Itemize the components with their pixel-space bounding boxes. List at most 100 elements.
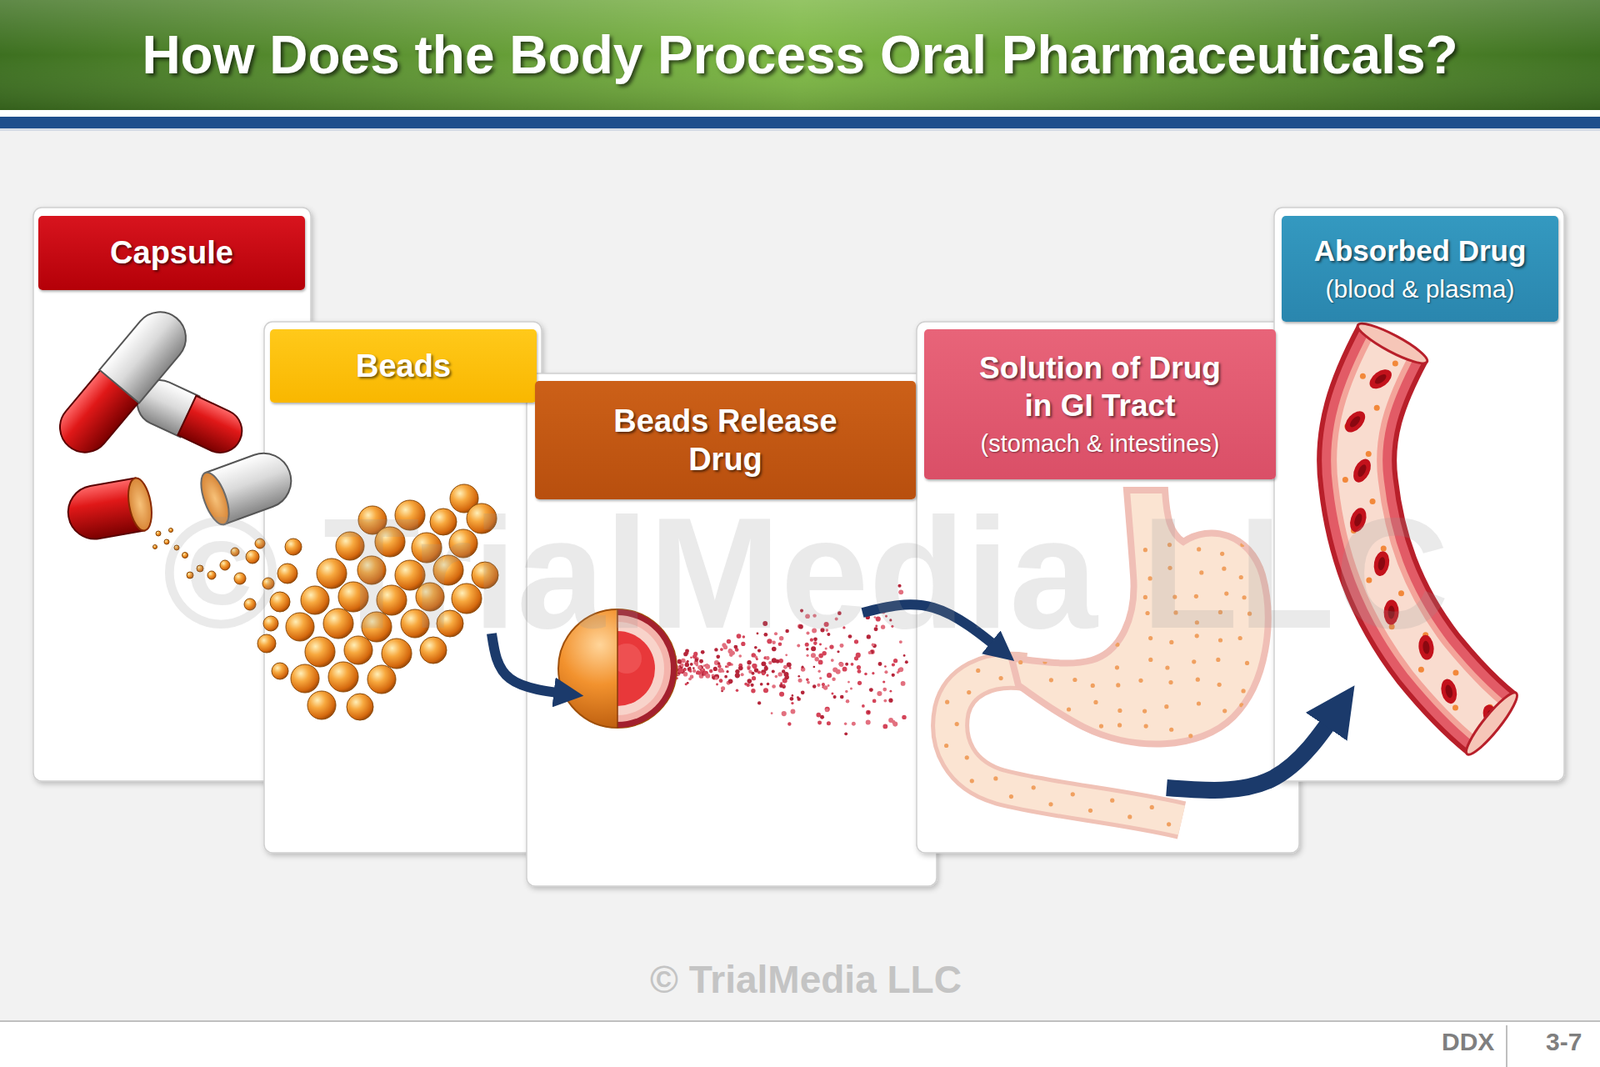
drug-particles [752,663,758,669]
stomach-picture [1066,706,1071,711]
drug-particles [817,720,822,725]
stomach-picture [1195,677,1200,682]
drug-particles [820,715,825,720]
drug-particles [765,673,769,676]
drug-particles [884,670,888,674]
drug-particles [882,724,888,730]
stomach-picture [1245,660,1250,665]
stomach-picture [1115,682,1120,687]
drug-particles [884,665,887,668]
footer-divider [1505,1025,1508,1067]
drug-particles [845,699,850,704]
drug-particles [760,660,766,666]
drug-particles [735,688,740,692]
step-subtitle: (stomach & intestines) [980,429,1220,459]
drug-particles [845,700,849,703]
blood-vessel [1452,704,1459,710]
drug-particles [719,678,723,682]
watermark: © TrialMedia LLC [162,477,1450,668]
drug-particles [744,682,748,686]
stomach-picture [1168,680,1173,685]
drug-particles [844,731,848,735]
drug-particles [689,666,692,670]
drug-particles [791,694,795,697]
drug-particles [763,687,769,693]
drug-particles [705,663,709,666]
drug-particles [891,673,895,677]
step-title: Absorbed Drug [1314,233,1527,270]
drug-particles [761,671,765,675]
drug-particles [779,691,785,697]
drug-particles [882,680,885,683]
drug-particles [800,690,805,695]
blood-vessel [1340,407,1369,436]
stomach-picture [1166,821,1171,826]
stomach-picture [1117,722,1122,727]
capsule-picture [125,475,156,533]
stomach-picture [1239,723,1244,728]
drug-particles [882,687,887,692]
drug-particles [692,669,696,673]
drug-particles [690,662,694,666]
drug-particles [796,695,800,699]
drug-particles [847,680,850,684]
drug-particles [888,698,893,703]
drug-particles [806,680,810,685]
stomach-picture [1240,688,1245,693]
drug-particles [750,683,754,687]
step-subtitle: (blood & plasma) [1325,274,1515,305]
stomach-picture [1144,723,1149,728]
stomach-picture [1239,702,1244,707]
stomach-picture [1138,678,1143,683]
stomach-picture [1088,808,1093,813]
blood-vessel [1355,463,1368,479]
drug-particles [720,685,725,690]
drug-particles [790,701,794,705]
drug-particles [715,683,719,686]
drug-particles [777,671,782,676]
drug-particles [684,668,687,671]
blood-vessel [1360,373,1366,380]
drug-particles [842,666,848,672]
title-bar [0,0,1600,110]
drug-particles [782,680,785,683]
stomach-picture [1009,794,1014,799]
drug-particles [850,686,853,690]
title-gap [0,110,1600,117]
step-title: Beads Release Drug [600,401,851,480]
drug-particles [770,711,774,715]
blood-vessel [1365,450,1372,457]
stomach-picture [1169,727,1174,732]
stomach-picture [1019,731,1024,736]
drug-particles [747,678,753,684]
drug-particles [680,663,685,667]
drug-particles [876,690,882,696]
stomach-picture [1093,700,1098,705]
stomach-picture [1150,805,1155,810]
stomach-picture [1031,785,1036,790]
step-title: Beads [355,346,451,385]
drug-particles [750,688,755,693]
drug-particles [714,676,718,680]
drug-particles [781,684,786,689]
watermark: © TrialMedia LLC [650,956,962,1003]
blood-vessel [1354,317,1431,370]
drug-particles [825,708,830,713]
step-header: Absorbed Drug (blood & plasma) [1281,215,1559,322]
step-title: Solution of Drug in GI Tract [970,349,1230,425]
drug-particles [713,666,718,671]
drug-particles [678,668,684,674]
stomach-picture [1217,682,1222,687]
drug-particles [709,669,714,674]
stomach-picture [1024,708,1029,713]
drug-particles [891,662,895,666]
drug-particles [766,682,770,686]
stomach-picture [1222,708,1227,713]
stomach-picture [975,668,980,673]
stomach-picture [1127,814,1132,819]
drug-particles [790,709,796,715]
bead-cluster [367,665,396,694]
stomach-picture [1115,665,1120,670]
step-header: Beads [270,329,537,403]
